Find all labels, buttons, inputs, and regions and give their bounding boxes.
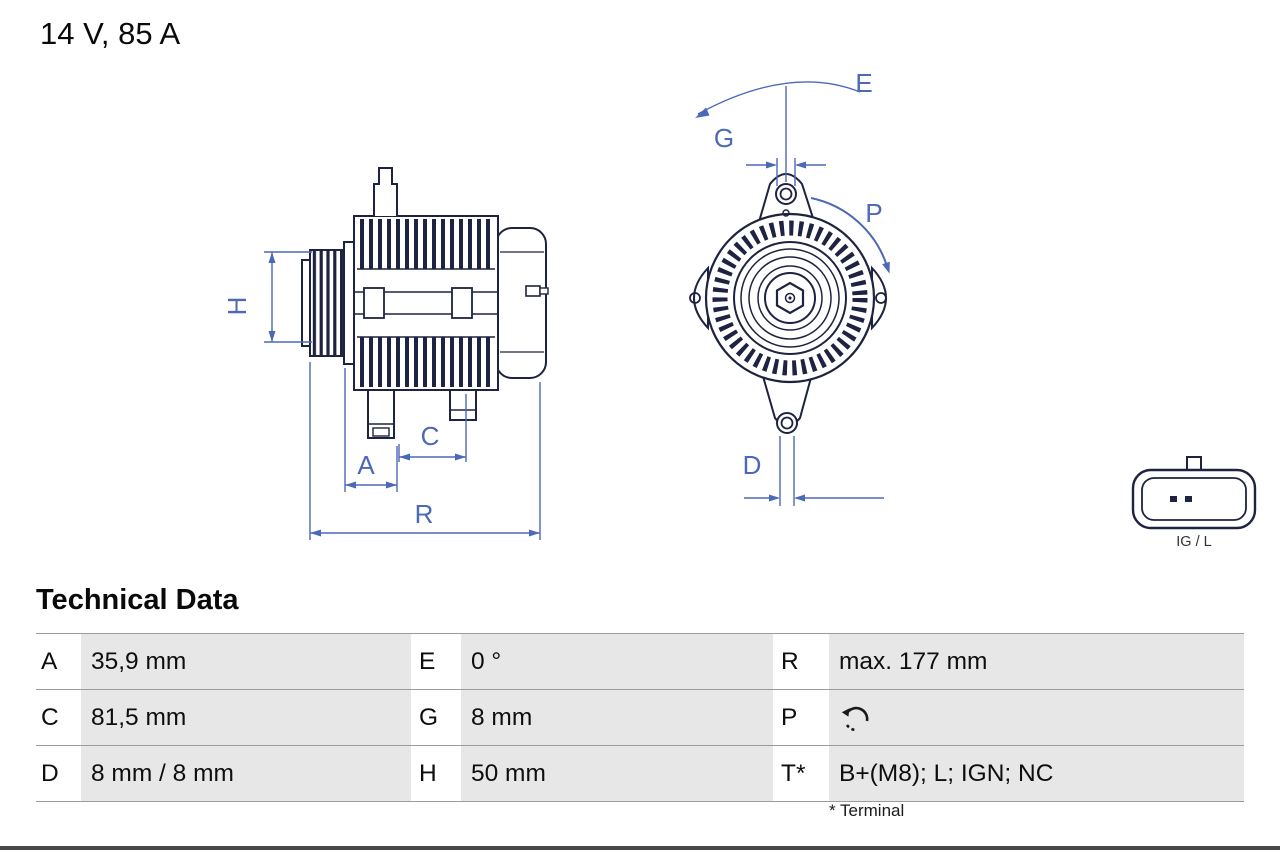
technical-data-heading: Technical Data	[36, 584, 239, 616]
spec-key: T*	[776, 746, 826, 801]
page-title: 14 V, 85 A	[40, 16, 181, 51]
table-row: C 81,5 mm G 8 mm P	[36, 690, 1244, 746]
dim-label-c: C	[421, 421, 440, 451]
dim-E: E	[695, 68, 873, 182]
dim-G: G	[714, 123, 826, 186]
alternator-front-view	[689, 173, 887, 434]
spec-key: C	[36, 690, 78, 745]
technical-data-table: A 35,9 mm E 0 ° R max. 177 mm C 81,5 mm …	[36, 633, 1244, 802]
connector-label: IG / L	[1176, 534, 1211, 550]
alternator-side-view	[301, 167, 549, 439]
dim-H: H	[222, 251, 312, 343]
dimension-annotations: H A C R	[222, 68, 890, 540]
dim-label-a: A	[357, 450, 375, 480]
dim-A: A	[344, 368, 398, 492]
spec-value: max. 177 mm	[829, 634, 1244, 689]
spec-key: G	[414, 690, 458, 745]
spec-key: D	[36, 746, 78, 801]
spec-value: 81,5 mm	[81, 690, 411, 745]
table-row: D 8 mm / 8 mm H 50 mm T* B+(M8); L; IGN;…	[36, 746, 1244, 802]
dim-P: P	[810, 197, 890, 274]
rotation-direction-icon	[841, 706, 869, 731]
spec-value: 0 °	[461, 634, 773, 689]
dim-label-h: H	[222, 297, 252, 316]
spec-value: 8 mm / 8 mm	[81, 746, 411, 801]
spec-value: B+(M8); L; IGN; NC	[829, 746, 1244, 801]
dim-R: R	[309, 362, 541, 540]
spec-key: H	[414, 746, 458, 801]
spec-key: E	[414, 634, 458, 689]
terminal-footnote: * Terminal	[829, 801, 905, 820]
bottom-divider	[0, 846, 1280, 850]
alternator-technical-drawing: H A C R	[222, 68, 1257, 550]
dim-label-g: G	[714, 123, 734, 153]
dim-label-r: R	[415, 499, 434, 529]
dim-D: D	[743, 436, 884, 506]
dim-label-e: E	[855, 68, 872, 98]
table-row: A 35,9 mm E 0 ° R max. 177 mm	[36, 634, 1244, 690]
spec-value: 8 mm	[461, 690, 773, 745]
spec-value: 35,9 mm	[81, 634, 411, 689]
dim-label-d: D	[743, 450, 762, 480]
spec-value	[829, 690, 1244, 745]
spec-value: 50 mm	[461, 746, 773, 801]
spec-key: P	[776, 690, 826, 745]
dim-C: C	[398, 394, 467, 462]
connector-pin	[1170, 496, 1177, 502]
connector-pin	[1185, 496, 1192, 502]
spec-key: R	[776, 634, 826, 689]
connector-drawing: IG / L	[1131, 456, 1257, 550]
dim-label-p: P	[865, 198, 882, 228]
spec-key: A	[36, 634, 78, 689]
